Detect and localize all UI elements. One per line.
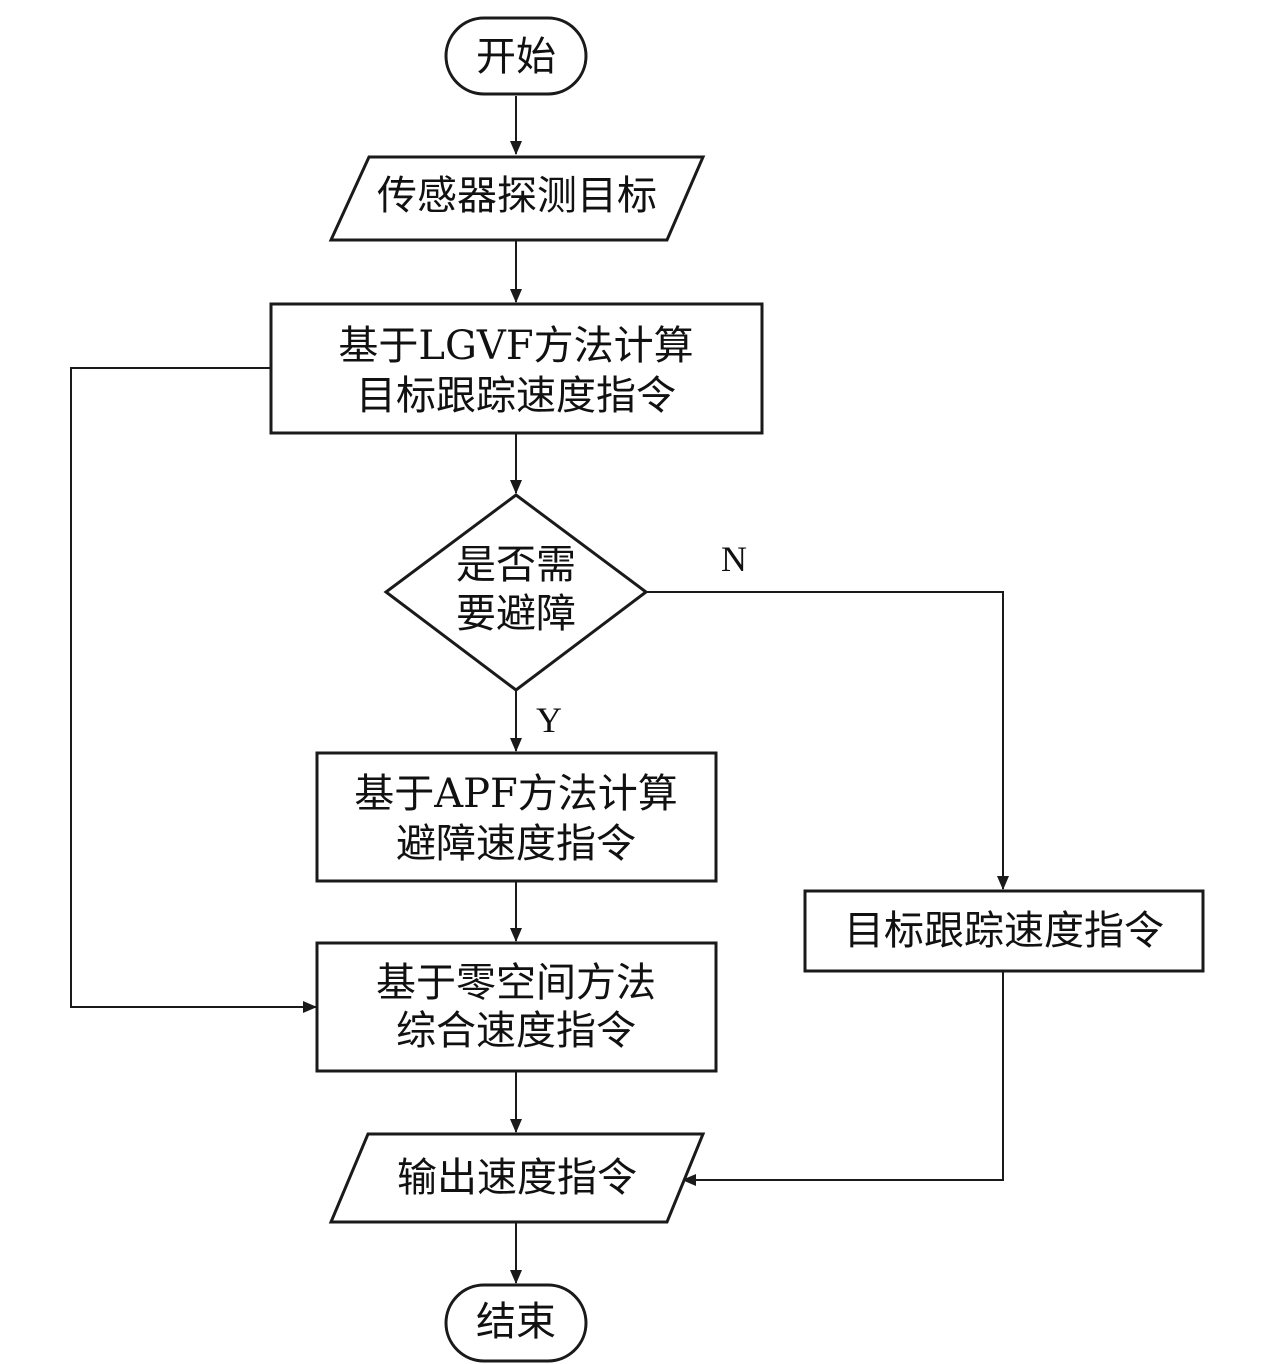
sensor-node: 传感器探测目标 — [328, 155, 706, 242]
output-label: 输出速度指令 — [397, 1155, 637, 1201]
apf-process-node: 基于APF方法计算 避障速度指令 — [315, 751, 718, 883]
null-space-label-line1: 基于零空间方法 — [376, 960, 656, 1006]
decision-node: 是否需 要避障 — [383, 493, 649, 692]
apf-label-line1: 基于APF方法计算 — [354, 771, 678, 817]
start-node: 开始 — [444, 16, 588, 96]
lgvf-process-node: 基于LGVF方法计算 目标跟踪速度指令 — [269, 302, 764, 435]
decision-label-line2: 要避障 — [456, 591, 576, 637]
end-label: 结束 — [476, 1299, 556, 1345]
arrow-tracking-to-output — [682, 971, 1004, 1186]
arrow-lgvf-bypass-to-null-space — [70, 367, 317, 1013]
connectors — [70, 96, 1009, 1284]
branch-yes-label: Y — [536, 700, 562, 740]
null-space-label-line2: 综合速度指令 — [396, 1008, 636, 1054]
decision-label-line1: 是否需 — [456, 542, 576, 588]
start-label: 开始 — [476, 34, 556, 80]
branch-no-label: N — [721, 539, 747, 579]
sensor-label: 传感器探测目标 — [377, 173, 657, 219]
apf-label-line2: 避障速度指令 — [396, 821, 636, 867]
null-space-process-node: 基于零空间方法 综合速度指令 — [315, 941, 718, 1073]
output-node: 输出速度指令 — [328, 1132, 706, 1224]
tracking-command-label: 目标跟踪速度指令 — [844, 908, 1164, 954]
end-node: 结束 — [444, 1283, 588, 1363]
lgvf-label-line2: 目标跟踪速度指令 — [356, 373, 676, 419]
lgvf-label-line1: 基于LGVF方法计算 — [338, 323, 693, 369]
tracking-command-node: 目标跟踪速度指令 — [803, 889, 1205, 973]
arrow-decision-no-to-tracking — [646, 591, 1009, 890]
